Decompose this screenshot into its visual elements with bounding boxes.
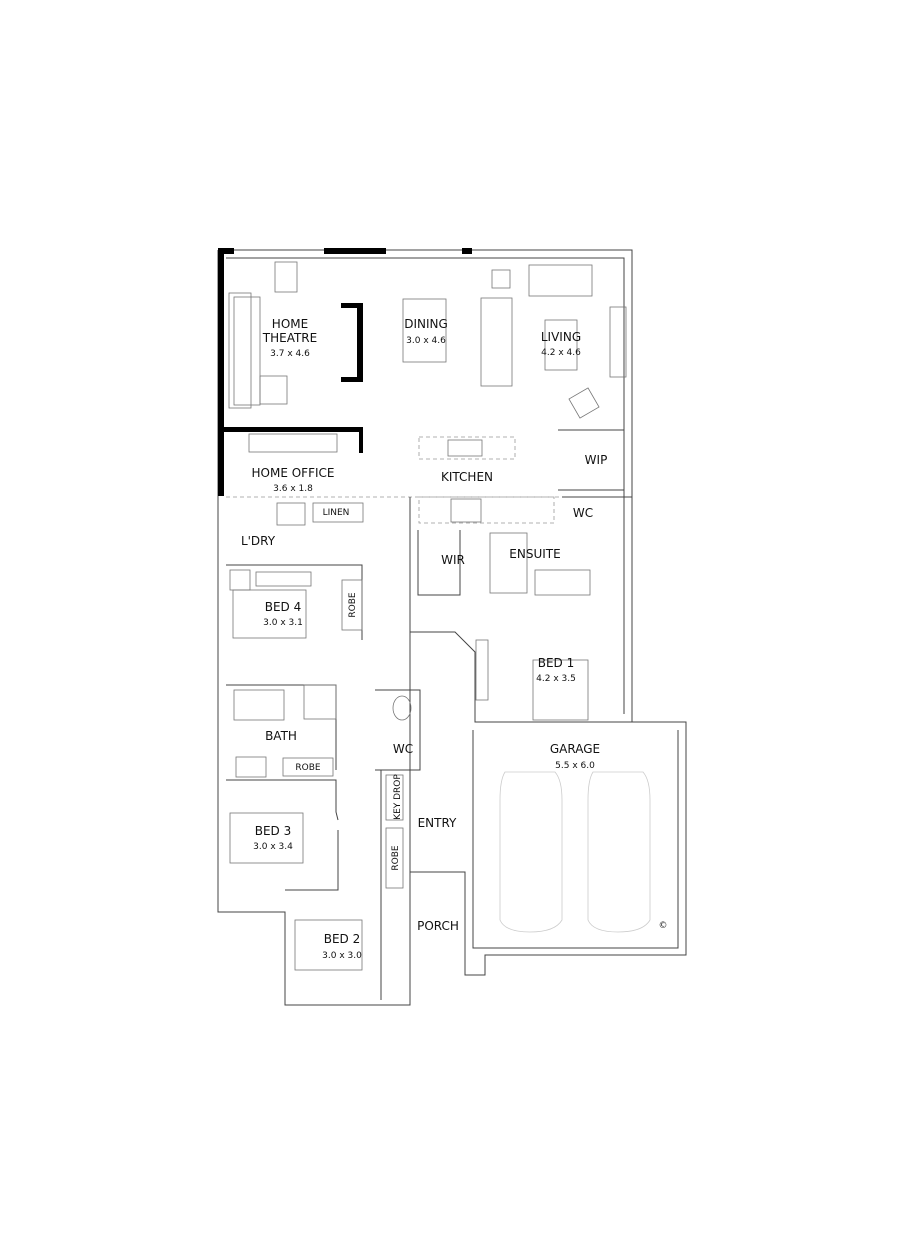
dining-size: 3.0 x 4.6 <box>406 336 446 346</box>
home-theatre-label-2: THEATRE <box>262 331 317 345</box>
bed4-size: 3.0 x 3.1 <box>263 618 303 628</box>
bed3-size: 3.0 x 3.4 <box>253 842 293 852</box>
copyright-mark: © <box>659 921 668 931</box>
living-size: 4.2 x 4.6 <box>541 348 581 358</box>
linen-label: LINEN <box>323 508 350 518</box>
wc-label: WC <box>393 742 413 756</box>
feature-wall-top-left <box>218 248 234 254</box>
porch-label: PORCH <box>417 919 459 933</box>
entry-label: ENTRY <box>418 816 457 830</box>
bed2-label: BED 2 <box>324 932 361 946</box>
car-icon <box>499 771 563 933</box>
garage-size: 5.5 x 6.0 <box>555 761 595 771</box>
bath-robe-label: ROBE <box>295 763 321 773</box>
key-drop-label: KEY DROP <box>393 774 403 820</box>
bed1-label: BED 1 <box>538 656 575 670</box>
tv-wall <box>341 303 363 382</box>
outer-walls <box>217 248 687 1006</box>
ensuite-label: ENSUITE <box>509 547 560 561</box>
dining-label: DINING <box>404 317 448 331</box>
office-wall <box>224 427 362 432</box>
ensuite-wc-label: WC <box>573 506 593 520</box>
room-labels: HOME THEATRE 3.7 x 4.6 DINING 3.0 x 4.6 … <box>241 317 668 961</box>
feature-wall-left <box>218 250 224 496</box>
bath-label: BATH <box>265 729 297 743</box>
home-theatre-size: 3.7 x 4.6 <box>270 349 310 359</box>
home-office-label: HOME OFFICE <box>252 466 335 480</box>
car-icon <box>587 771 651 933</box>
bed1-size: 4.2 x 3.5 <box>536 674 576 684</box>
interior-walls <box>226 429 679 1000</box>
office-wall-return <box>359 427 363 453</box>
bed4-robe-label: ROBE <box>348 592 358 618</box>
living-label: LIVING <box>541 330 581 344</box>
wir-label: WIR <box>441 553 465 567</box>
feature-wall-top-right <box>462 248 472 254</box>
furniture <box>228 261 651 971</box>
entry-robe-label: ROBE <box>391 845 401 871</box>
garage-label: GARAGE <box>550 742 600 756</box>
kitchen-label: KITCHEN <box>441 470 493 484</box>
bed3-label: BED 3 <box>255 824 292 838</box>
bed4-label: BED 4 <box>265 600 302 614</box>
home-theatre-label: HOME <box>272 317 308 331</box>
home-office-size: 3.6 x 1.8 <box>273 484 313 494</box>
wip-label: WIP <box>585 453 608 467</box>
feature-wall-top-mid <box>324 248 386 254</box>
laundry-label: L'DRY <box>241 534 276 548</box>
bed2-size: 3.0 x 3.0 <box>322 951 362 961</box>
